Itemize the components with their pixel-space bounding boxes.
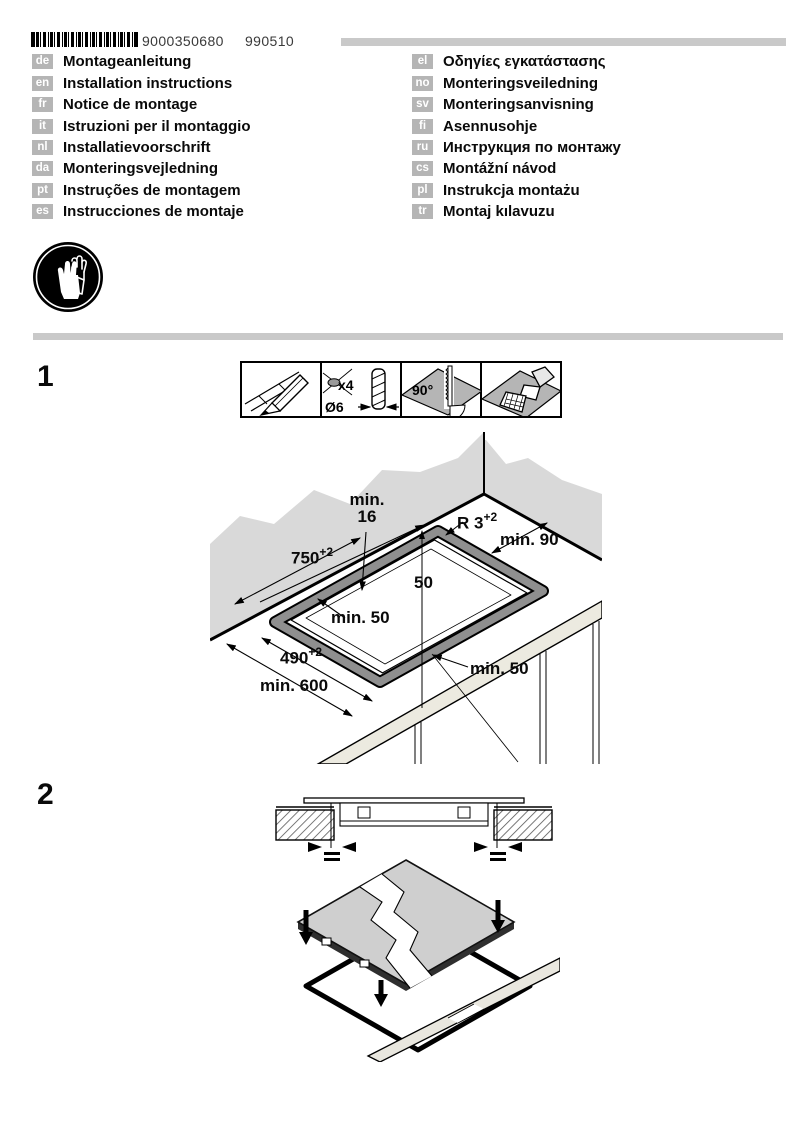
language-code-badge: ru bbox=[412, 139, 433, 155]
language-row: en Installation instructions bbox=[32, 72, 251, 93]
wall bbox=[210, 432, 602, 640]
hob bbox=[296, 859, 516, 991]
dim-corner-radius: R 3+2 bbox=[457, 510, 498, 533]
language-row: pl Instrukcja montażu bbox=[412, 180, 621, 201]
language-code-badge: cs bbox=[412, 161, 433, 177]
drill-diameter-label: Ø6 bbox=[325, 399, 344, 415]
language-label: Asennusohje bbox=[443, 117, 538, 135]
down-arrows bbox=[299, 900, 505, 1007]
language-label: Monteringsveiledning bbox=[443, 74, 599, 92]
language-row: it Istruzioni per il montaggio bbox=[32, 115, 251, 136]
barcode bbox=[31, 32, 138, 47]
language-code-badge: fi bbox=[412, 118, 433, 134]
language-label: Installation instructions bbox=[63, 74, 233, 92]
language-row: ru Инструкция по монтажу bbox=[412, 137, 621, 158]
language-label: Οδηγίες εγκατάστασης bbox=[443, 53, 606, 71]
drill-count-label: x4 bbox=[338, 377, 354, 393]
mark-cutout-panel bbox=[242, 363, 322, 416]
language-code-badge: it bbox=[32, 118, 53, 134]
drill-icon: x4 Ø6 bbox=[322, 368, 400, 415]
language-list-left: de Montageanleitung en Installation instru… bbox=[32, 51, 251, 223]
language-row: cs Montážní návod bbox=[412, 158, 621, 179]
language-code-badge: no bbox=[412, 75, 433, 91]
language-row: es Instrucciones de montaje bbox=[32, 201, 251, 222]
language-label: Istruzioni per il montaggio bbox=[63, 117, 251, 135]
dim-inset-depth: 50 bbox=[414, 573, 433, 592]
seal-panel bbox=[482, 363, 561, 416]
language-code-badge: es bbox=[32, 204, 53, 220]
language-row: nl Installatievoorschrift bbox=[32, 137, 251, 158]
print-code: 990510 bbox=[245, 33, 295, 49]
language-code-badge: el bbox=[412, 54, 433, 70]
language-label: Installatievoorschrift bbox=[63, 138, 211, 156]
dim-worktop-depth: min. 600 bbox=[260, 676, 329, 695]
dim-cutout-width: 750+2 bbox=[291, 545, 334, 568]
language-row: fr Notice de montage bbox=[32, 94, 251, 115]
language-label: Montaj kılavuzu bbox=[443, 203, 555, 221]
dimension-lines bbox=[226, 522, 548, 762]
figure-hob-insertion bbox=[275, 797, 560, 1062]
cut-angle-label: 90° bbox=[412, 382, 433, 398]
step-2-number: 2 bbox=[37, 778, 54, 811]
language-label: Instrucciones de montaje bbox=[63, 203, 244, 221]
language-label: Montážní návod bbox=[443, 160, 557, 178]
language-row: fi Asennusohje bbox=[412, 115, 621, 136]
language-code-badge: pl bbox=[412, 182, 433, 198]
header-rule bbox=[341, 38, 786, 46]
language-code-badge: en bbox=[32, 75, 53, 91]
language-row: el Οδηγίες εγκατάστασης bbox=[412, 51, 621, 72]
section-divider bbox=[33, 333, 783, 340]
language-label: Monteringsvejledning bbox=[63, 160, 219, 178]
language-code-badge: fr bbox=[32, 97, 53, 113]
language-row: sv Monteringsanvisning bbox=[412, 94, 621, 115]
language-row: da Monteringsvejledning bbox=[32, 158, 251, 179]
language-label: Инструкция по монтажу bbox=[443, 138, 621, 156]
language-code-badge: nl bbox=[32, 139, 53, 155]
language-label: Instruções de montagem bbox=[63, 181, 241, 199]
dim-front-clearance: min. 50 bbox=[470, 659, 529, 678]
tools-strip: x4 Ø6 90° bbox=[240, 361, 562, 418]
language-label: Instrukcja montażu bbox=[443, 181, 580, 199]
language-label: Monteringsanvisning bbox=[443, 96, 594, 114]
step-1-number: 1 bbox=[37, 360, 54, 393]
worktop-front-edge bbox=[316, 600, 602, 764]
dim-side-clearance: min. 50 bbox=[331, 608, 390, 627]
language-list-right: el Οδηγίες εγκατάστασης no Monteringsveile… bbox=[412, 51, 621, 223]
barcode-number: 9000350680 bbox=[142, 33, 224, 49]
pencil-icon bbox=[242, 363, 309, 416]
dim-cutout-depth: 490+2 bbox=[280, 645, 323, 668]
brush-icon bbox=[482, 366, 561, 416]
language-code-badge: sv bbox=[412, 97, 433, 113]
protective-gloves-icon bbox=[33, 242, 103, 312]
figure-worktop-cutout bbox=[210, 432, 602, 764]
language-row: tr Montaj kılavuzu bbox=[412, 201, 621, 222]
drill-panel: x4 Ø6 bbox=[322, 363, 402, 416]
language-label: Montageanleitung bbox=[63, 53, 192, 71]
language-code-badge: de bbox=[32, 54, 53, 70]
language-code-badge: tr bbox=[412, 204, 433, 220]
saw-icon: 90° bbox=[402, 365, 482, 416]
dim-right-wall-clearance: min. 90 bbox=[500, 530, 559, 549]
language-row: de Montageanleitung bbox=[32, 51, 251, 72]
saw-panel: 90° bbox=[402, 363, 482, 416]
language-label: Notice de montage bbox=[63, 96, 198, 114]
dim-back-clearance: min. 16 bbox=[349, 490, 385, 526]
cutout-opening bbox=[303, 919, 533, 1053]
cross-section bbox=[275, 797, 553, 861]
language-row: no Monteringsveiledning bbox=[412, 72, 621, 93]
language-code-badge: da bbox=[32, 161, 53, 177]
language-code-badge: pt bbox=[32, 182, 53, 198]
language-row: pt Instruções de montagem bbox=[32, 180, 251, 201]
